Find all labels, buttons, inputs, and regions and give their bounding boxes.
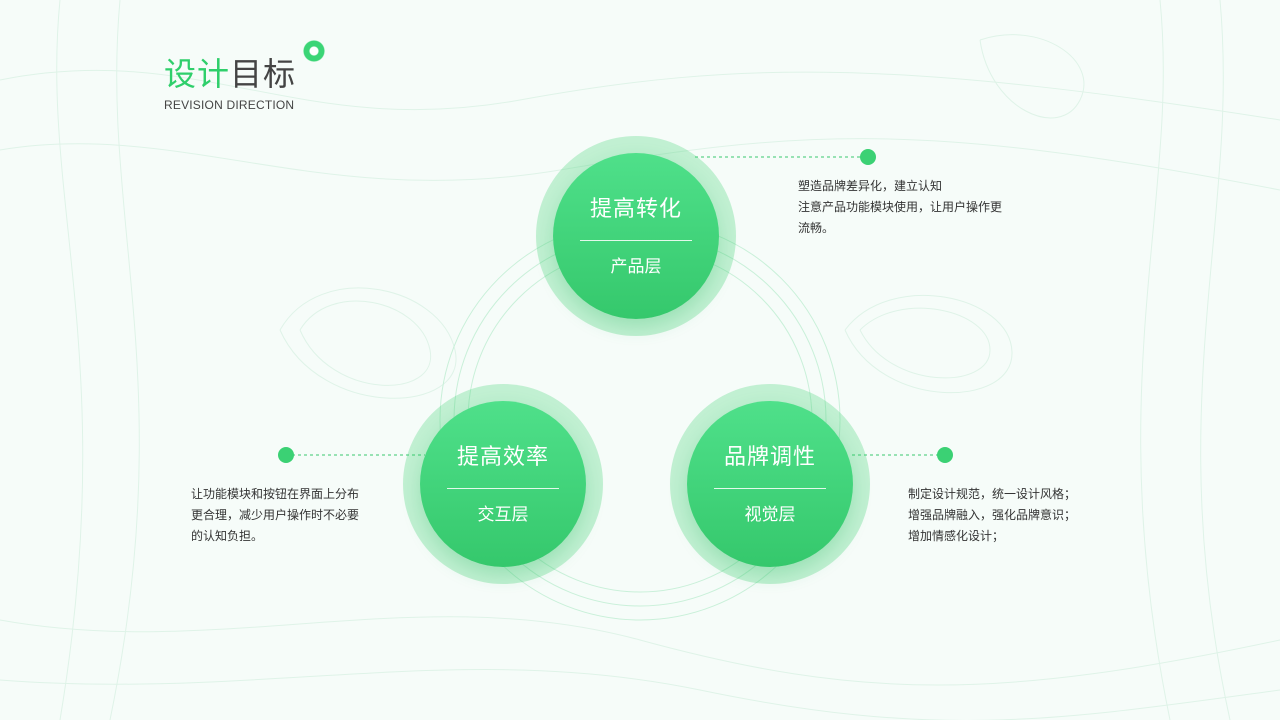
goal-node-circle: 品牌调性 视觉层 [687, 401, 853, 567]
connector-dot-right [937, 447, 953, 463]
goal-node-divider [714, 488, 826, 489]
page-title: 设计目标 [164, 54, 296, 94]
goal-node-divider [580, 240, 692, 241]
goal-node-efficiency: 提高效率 交互层 [403, 384, 603, 584]
goal-node-layer: 交互层 [477, 505, 529, 525]
goal-node-title: 提高转化 [589, 197, 682, 222]
goal-node-divider [447, 488, 559, 489]
goal-node-title: 提高效率 [456, 445, 549, 470]
description-line: 的认知负担。 [191, 529, 264, 543]
goal-node-layer: 产品层 [610, 257, 662, 277]
description-line: 注意产品功能模块使用，让用户操作更 [798, 200, 1003, 214]
goal-node-brand: 品牌调性 视觉层 [670, 384, 870, 584]
description-line: 流畅。 [798, 221, 835, 235]
ring-icon [303, 40, 325, 62]
goal-node-layer: 视觉层 [744, 505, 796, 525]
description-brand: 制定设计规范，统一设计风格； 增强品牌融入，强化品牌意识； 增加情感化设计； [908, 484, 1076, 547]
description-efficiency: 让功能模块和按钮在界面上分布 更合理，减少用户操作时不必要 的认知负担。 [191, 484, 359, 547]
description-line: 让功能模块和按钮在界面上分布 [191, 487, 360, 501]
goal-node-circle: 提高转化 产品层 [553, 153, 719, 319]
goal-node-conversion: 提高转化 产品层 [536, 136, 736, 336]
description-line: 塑造品牌差异化，建立认知 [798, 179, 943, 193]
description-line: 增强品牌融入，强化品牌意识； [908, 508, 1077, 522]
connector-dot-left [278, 447, 294, 463]
goal-node-circle: 提高效率 交互层 [420, 401, 586, 567]
description-line: 增加情感化设计； [908, 529, 1005, 543]
page-title-accent: 设计 [164, 55, 231, 93]
description-line: 制定设计规范，统一设计风格； [908, 487, 1077, 501]
page-title-rest: 目标 [230, 55, 297, 93]
goal-node-title: 品牌调性 [723, 445, 816, 470]
page-subtitle: REVISION DIRECTION [164, 98, 295, 112]
description-conversion: 塑造品牌差异化，建立认知 注意产品功能模块使用，让用户操作更 流畅。 [798, 176, 1002, 239]
connector-dot-top [860, 149, 876, 165]
description-line: 更合理，减少用户操作时不必要 [191, 508, 360, 522]
